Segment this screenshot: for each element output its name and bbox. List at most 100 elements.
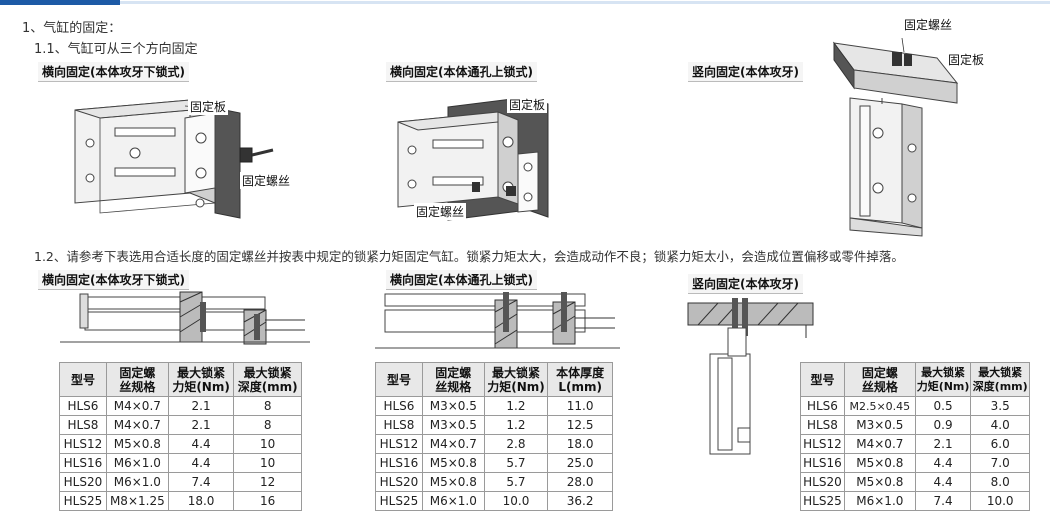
cell: 0.9 [914, 415, 972, 435]
header-accent-bar [0, 0, 120, 5]
cell: HLS8 [59, 415, 107, 435]
cell: 10 [233, 453, 302, 473]
cell: HLS25 [59, 491, 107, 511]
cell: 4.4 [914, 453, 972, 473]
cell: HLS12 [375, 434, 423, 454]
cell: HLS16 [375, 453, 423, 473]
cell: HLS20 [375, 472, 423, 492]
col-header-torque: 最大锁紧力矩(Nm) [483, 362, 549, 397]
section-drawing-vertical [687, 298, 814, 455]
cell: 12 [233, 472, 302, 492]
label-vertical-tap: 竖向固定(本体攻牙) [688, 62, 803, 82]
cell: 36.2 [547, 491, 613, 511]
cell: 3.5 [970, 396, 1030, 416]
cell: 4.4 [167, 453, 235, 473]
cell: 8 [233, 396, 302, 416]
cell: 6.0 [970, 434, 1030, 454]
cell: M2.5×0.45 [843, 396, 916, 416]
cell: 11.0 [547, 396, 613, 416]
cell: M5×0.8 [421, 453, 485, 473]
col-header-screw-spec: 固定螺丝规格 [843, 362, 916, 397]
col-header-torque: 最大锁紧力矩(Nm) [914, 362, 972, 397]
label-horizontal-tap-2: 横向固定(本体攻牙下锁式) [38, 270, 189, 290]
cell: 18.0 [167, 491, 235, 511]
callout-plate-1: 固定板 [188, 98, 229, 115]
cell: HLS25 [800, 491, 845, 511]
cell: HLS12 [59, 434, 107, 454]
cell: 2.1 [914, 434, 972, 454]
cell: 1.2 [483, 415, 549, 435]
cell: HLS8 [800, 415, 845, 435]
cell: 12.5 [547, 415, 613, 435]
section-title: 1、气缸的固定： [22, 21, 122, 36]
cell: 4.4 [914, 472, 972, 492]
section-drawing-horizontal-tap [60, 291, 310, 345]
callout-plate-2: 固定板 [507, 96, 548, 113]
section-drawing-horizontal-through [375, 292, 620, 349]
cell: 2.1 [167, 396, 235, 416]
cell: HLS20 [800, 472, 845, 492]
col-header-depth: 最大锁紧深度(mm) [970, 362, 1030, 397]
cell: 7.4 [914, 491, 972, 511]
cell: M4×0.7 [843, 434, 916, 454]
cell: HLS25 [375, 491, 423, 511]
cell: 1.2 [483, 396, 549, 416]
col-header-torque: 最大锁紧力矩(Nm) [167, 362, 235, 397]
cell: 25.0 [547, 453, 613, 473]
cell: HLS6 [59, 396, 107, 416]
callout-plate-3: 固定板 [946, 51, 987, 68]
cell: 5.7 [483, 453, 549, 473]
cell: M3×0.5 [421, 415, 485, 435]
cell: 10.0 [970, 491, 1030, 511]
table-header-row: 型号 固定螺丝规格 最大锁紧力矩(Nm) 最大锁紧深度(mm) [800, 362, 1030, 397]
cell: M8×1.25 [105, 491, 169, 511]
cell: 5.7 [483, 472, 549, 492]
cell: 18.0 [547, 434, 613, 454]
cell: 2.1 [167, 415, 235, 435]
col-header-model: 型号 [800, 362, 845, 397]
cell: HLS12 [800, 434, 845, 454]
callout-screw-1: 固定螺丝 [240, 172, 293, 189]
cell: HLS8 [375, 415, 423, 435]
cell: 4.0 [970, 415, 1030, 435]
header-accent-line [120, 1, 1050, 4]
subsection-1-1: 1.1、气缸可从三个方向固定 [34, 42, 198, 57]
cell: 16 [233, 491, 302, 511]
label-horizontal-through: 横向固定(本体通孔上锁式) [386, 62, 537, 82]
label-horizontal-tap: 横向固定(本体攻牙下锁式) [38, 62, 189, 82]
cell: 10 [233, 434, 302, 454]
cell: HLS6 [375, 396, 423, 416]
cell: HLS16 [59, 453, 107, 473]
col-header-model: 型号 [59, 362, 107, 397]
cylinder-drawing-vertical [832, 37, 959, 237]
cell: 8.0 [970, 472, 1030, 492]
cell: HLS16 [800, 453, 845, 473]
col-header-depth: 最大锁紧深度(mm) [233, 362, 302, 397]
callout-screw-3: 固定螺丝 [902, 16, 955, 33]
label-horizontal-through-2: 横向固定(本体通孔上锁式) [386, 270, 537, 290]
cell: M3×0.5 [843, 415, 916, 435]
cell: 0.5 [914, 396, 972, 416]
cell: M5×0.8 [843, 453, 916, 473]
cell: M4×0.7 [421, 434, 485, 454]
col-header-screw-spec: 固定螺丝规格 [105, 362, 169, 397]
